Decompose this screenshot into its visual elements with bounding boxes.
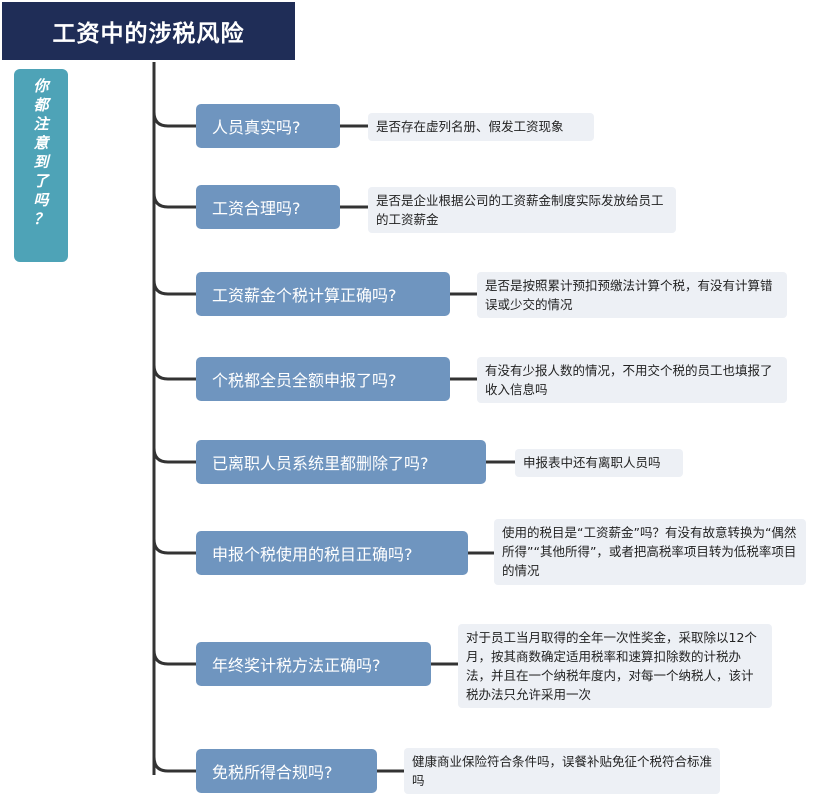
side-tag-char: 吗 — [33, 191, 49, 209]
side-tag-char: 了 — [33, 172, 49, 190]
side-tag-char: 到 — [33, 153, 49, 171]
side-tag: 你 都 注 意 到 了 吗 ？ — [14, 69, 68, 262]
question-node: 人员真实吗? — [196, 104, 340, 148]
diagram-title: 工资中的涉税风险 — [2, 2, 295, 60]
question-node: 已离职人员系统里都删除了吗? — [196, 440, 486, 484]
side-tag-char: 你 — [33, 77, 49, 95]
answer-note: 是否是企业根据公司的工资薪金制度实际发放给员工的工资薪金 — [368, 187, 676, 233]
side-tag-char: 意 — [33, 134, 49, 152]
question-node: 年终奖计税方法正确吗? — [196, 642, 431, 686]
side-tag-char: ？ — [33, 210, 49, 228]
question-node: 申报个税使用的税目正确吗? — [196, 531, 468, 575]
question-node: 免税所得合规吗? — [196, 749, 377, 793]
answer-note: 是否是按照累计预扣预缴法计算个税，有没有计算错误或少交的情况 — [477, 272, 787, 318]
answer-note: 申报表中还有离职人员吗 — [515, 449, 683, 477]
side-tag-char: 都 — [33, 96, 49, 114]
answer-note: 使用的税目是“工资薪金”吗？有没有故意转换为“偶然所得”“其他所得”，或者把高税… — [494, 519, 806, 585]
answer-note: 对于员工当月取得的全年一次性奖金，采取除以12个月，按其商数确定适用税率和速算扣… — [458, 624, 772, 708]
answer-note: 有没有少报人数的情况，不用交个税的员工也填报了收入信息吗 — [477, 357, 787, 403]
question-node: 工资薪金个税计算正确吗? — [196, 272, 450, 316]
question-node: 工资合理吗? — [196, 185, 340, 229]
question-node: 个税都全员全额申报了吗? — [196, 357, 450, 401]
answer-note: 是否存在虚列名册、假发工资现象 — [368, 113, 594, 141]
side-tag-char: 注 — [33, 115, 49, 133]
answer-note: 健康商业保险符合条件吗，误餐补贴免征个税符合标准吗 — [404, 748, 720, 794]
